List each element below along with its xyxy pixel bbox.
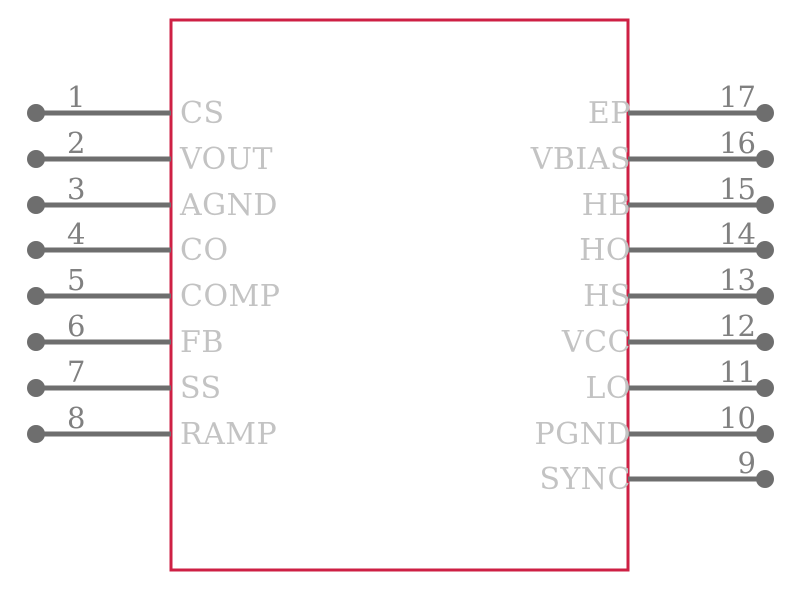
- pin-number-label: 12: [719, 309, 756, 343]
- pin-number-label: 8: [67, 401, 85, 435]
- pin-name-label: SYNC: [539, 462, 631, 497]
- pin-terminal-dot[interactable]: [27, 104, 45, 122]
- pin-name-label: COMP: [180, 279, 280, 314]
- pin-name-label: RAMP: [180, 417, 277, 452]
- pin-8[interactable]: RAMP 8: [27, 401, 277, 452]
- pin-name-label: VBIAS: [530, 142, 631, 177]
- pin-number-label: 9: [738, 446, 756, 480]
- pin-terminal-dot[interactable]: [27, 379, 45, 397]
- pin-number-label: 14: [719, 217, 756, 251]
- pin-6[interactable]: FB 6: [27, 309, 224, 360]
- pin-number-label: 13: [719, 263, 756, 297]
- pin-16[interactable]: VBIAS 16: [530, 126, 774, 177]
- pin-terminal-dot[interactable]: [756, 287, 774, 305]
- pin-terminal-dot[interactable]: [27, 150, 45, 168]
- pin-name-label: HS: [583, 279, 631, 314]
- pin-number-label: 10: [719, 401, 756, 435]
- pin-name-label: CO: [180, 233, 229, 268]
- pin-terminal-dot[interactable]: [756, 470, 774, 488]
- pin-2[interactable]: VOUT 2: [27, 126, 273, 177]
- pin-terminal-dot[interactable]: [27, 333, 45, 351]
- pin-name-label: VOUT: [179, 142, 273, 177]
- pin-4[interactable]: CO 4: [27, 217, 229, 268]
- pin-number-label: 11: [719, 355, 756, 389]
- pin-12[interactable]: VCC 12: [561, 309, 774, 360]
- pin-terminal-dot[interactable]: [27, 287, 45, 305]
- pin-name-label: PGND: [535, 417, 631, 452]
- pin-14[interactable]: HO 14: [579, 217, 774, 268]
- pin-name-label: CS: [180, 96, 225, 131]
- pin-terminal-dot[interactable]: [756, 150, 774, 168]
- pin-terminal-dot[interactable]: [756, 196, 774, 214]
- pin-1[interactable]: CS 1: [27, 80, 225, 131]
- pin-number-label: 1: [67, 80, 85, 114]
- pin-terminal-dot[interactable]: [756, 379, 774, 397]
- pin-terminal-dot[interactable]: [27, 425, 45, 443]
- pin-number-label: 4: [67, 217, 85, 251]
- pin-17[interactable]: EP 17: [588, 80, 774, 131]
- pin-9[interactable]: SYNC 9: [539, 446, 774, 497]
- pin-name-label: AGND: [179, 188, 278, 223]
- pin-terminal-dot[interactable]: [27, 241, 45, 259]
- pin-name-label: HB: [582, 188, 631, 223]
- pin-11[interactable]: LO 11: [585, 355, 774, 406]
- pin-name-label: VCC: [561, 325, 631, 360]
- pin-number-label: 6: [67, 309, 85, 343]
- pin-number-label: 16: [719, 126, 756, 160]
- pin-terminal-dot[interactable]: [756, 104, 774, 122]
- pin-name-label: FB: [180, 325, 224, 360]
- pin-number-label: 15: [719, 172, 756, 206]
- pin-name-label: EP: [588, 96, 631, 131]
- pin-terminal-dot[interactable]: [756, 241, 774, 259]
- pin-10[interactable]: PGND 10: [535, 401, 774, 452]
- pin-terminal-dot[interactable]: [756, 425, 774, 443]
- pin-7[interactable]: SS 7: [27, 355, 222, 406]
- pin-name-label: SS: [180, 371, 222, 406]
- pin-15[interactable]: HB 15: [582, 172, 774, 223]
- pin-number-label: 2: [67, 126, 85, 160]
- pin-name-label: LO: [585, 371, 631, 406]
- pin-terminal-dot[interactable]: [756, 333, 774, 351]
- pin-number-label: 3: [67, 172, 85, 206]
- pin-3[interactable]: AGND 3: [27, 172, 278, 223]
- pin-number-label: 7: [67, 355, 85, 389]
- pin-terminal-dot[interactable]: [27, 196, 45, 214]
- pin-number-label: 5: [67, 263, 85, 297]
- pin-name-label: HO: [579, 233, 631, 268]
- pin-5[interactable]: COMP 5: [27, 263, 280, 314]
- pin-number-label: 17: [719, 80, 756, 114]
- pin-13[interactable]: HS 13: [583, 263, 774, 314]
